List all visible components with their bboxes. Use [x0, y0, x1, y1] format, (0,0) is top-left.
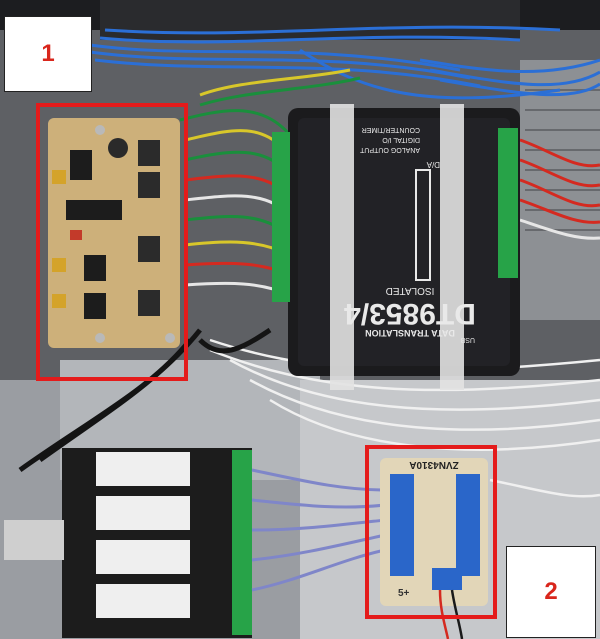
relay-bank — [4, 448, 252, 638]
device-usb-text: USB — [460, 336, 475, 343]
highlight-frame-1 — [36, 103, 188, 381]
blue-wire-bundle — [89, 25, 600, 100]
module-plus-text: 5+ — [398, 588, 410, 599]
callout-number-2: 2 — [544, 578, 558, 605]
device-model-text: DT9853/4 — [344, 297, 476, 330]
callout-label-1: 1 — [4, 16, 92, 92]
device-io-line-1: DIGITAL I/O — [382, 136, 420, 143]
device-brand-text: DATA TRANSLATION — [365, 328, 455, 338]
interface-pcb — [48, 118, 180, 348]
callout-number-1: 1 — [41, 40, 55, 67]
relay-wires — [251, 468, 386, 592]
device-io-line-2: COUNTER/TIMER — [362, 126, 420, 133]
highlight-frame-2 — [365, 445, 497, 619]
callout-label-2: 2 — [506, 546, 596, 638]
module-label-text: ZVN4310A — [409, 459, 458, 470]
zvn-module: ZVN4310A 5+ — [380, 458, 488, 606]
device-da-text: D/A — [426, 160, 440, 169]
device-isolated-text: ISOLATED — [386, 285, 435, 296]
dt9853-module — [272, 104, 520, 390]
device-io-line-0: ANALOG OUTPUT — [359, 146, 420, 153]
